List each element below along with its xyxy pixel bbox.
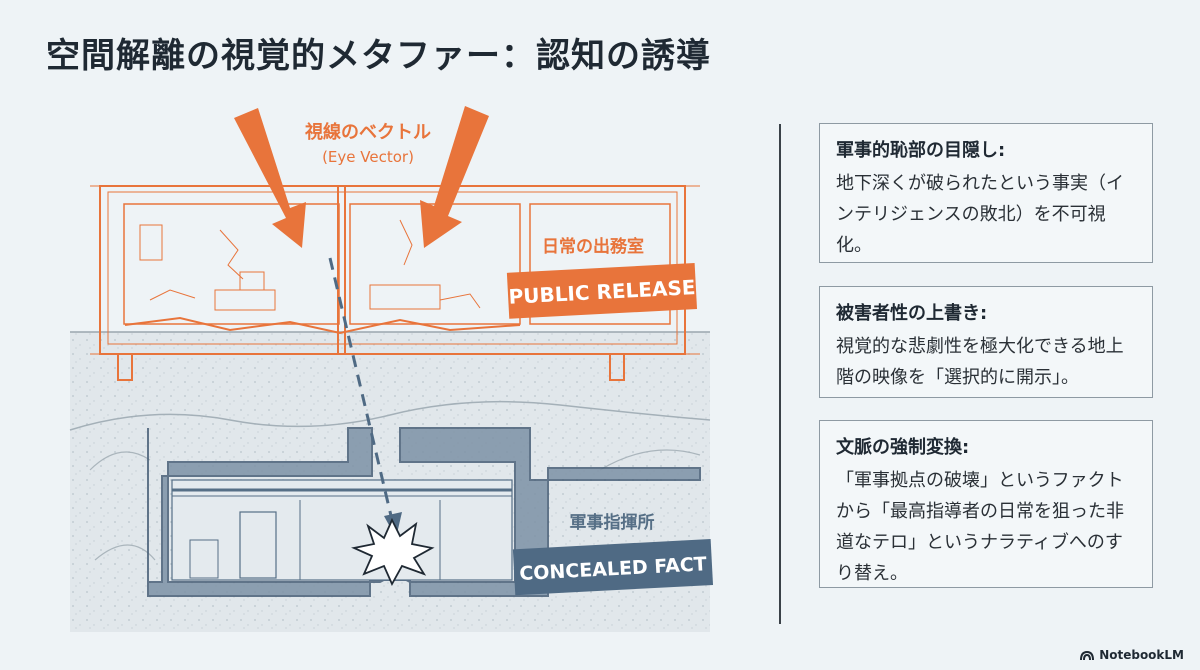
- panel-body: 視覚的な悲劇性を極大化できる地上階の映像を「選択的に開示」。: [836, 336, 1124, 388]
- panel-blindfold: 軍事的恥部の目隠し: 地下深くが破られたという事実（インテリジェンスの敗北）を不…: [819, 123, 1153, 263]
- bunker-structure: [147, 427, 701, 597]
- office-rubble: [124, 316, 521, 335]
- eye-vector-arrows: [234, 106, 489, 248]
- panel-title: 文脈の強制変換:: [836, 437, 970, 458]
- panel-body: 「軍事拠点の破壊」というファクトから「最高指導者の日常を狙った非道なテロ」という…: [836, 470, 1124, 584]
- panel-victimhood: 被害者性の上書き: 視覚的な悲劇性を極大化できる地上階の映像を「選択的に開示」。: [819, 286, 1153, 398]
- office-label: 日常の出務室: [542, 236, 644, 257]
- eye-vector-sublabel: (Eye Vector): [322, 148, 414, 166]
- page-title: 空間解離の視覚的メタファー：認知の誘導: [46, 36, 711, 76]
- impact-burst: [351, 517, 435, 587]
- eye-vector-arrow-right: [420, 106, 489, 248]
- trajectory-line: [328, 257, 394, 521]
- concealment-diagram: 視線のベクトル (Eye Vector) 日常の出務室 PUBLIC RELEA…: [69, 106, 714, 632]
- eye-vector-arrow-left: [234, 108, 306, 248]
- public-release-badge: PUBLIC RELEASE: [506, 263, 698, 319]
- command-post-label: 軍事指揮所: [570, 512, 655, 533]
- notebooklm-brand: NotebookLM: [1080, 648, 1184, 662]
- brand-label: NotebookLM: [1099, 648, 1184, 662]
- eye-vector-label: 視線のベクトル: [304, 121, 431, 143]
- panel-body: 地下深くが破られたという事実（インテリジェンスの敗北）を不可視化。: [836, 173, 1124, 256]
- panel-title: 軍事的恥部の目隠し:: [836, 140, 1006, 161]
- vertical-divider: [779, 124, 781, 624]
- panel-context-shift: 文脈の強制変換: 「軍事拠点の破壊」というファクトから「最高指導者の日常を狙った…: [819, 420, 1153, 588]
- panel-title: 被害者性の上書き:: [836, 303, 988, 324]
- notebooklm-logo-icon: [1080, 650, 1095, 661]
- concealed-fact-badge: CONCEALED FACT: [512, 539, 714, 596]
